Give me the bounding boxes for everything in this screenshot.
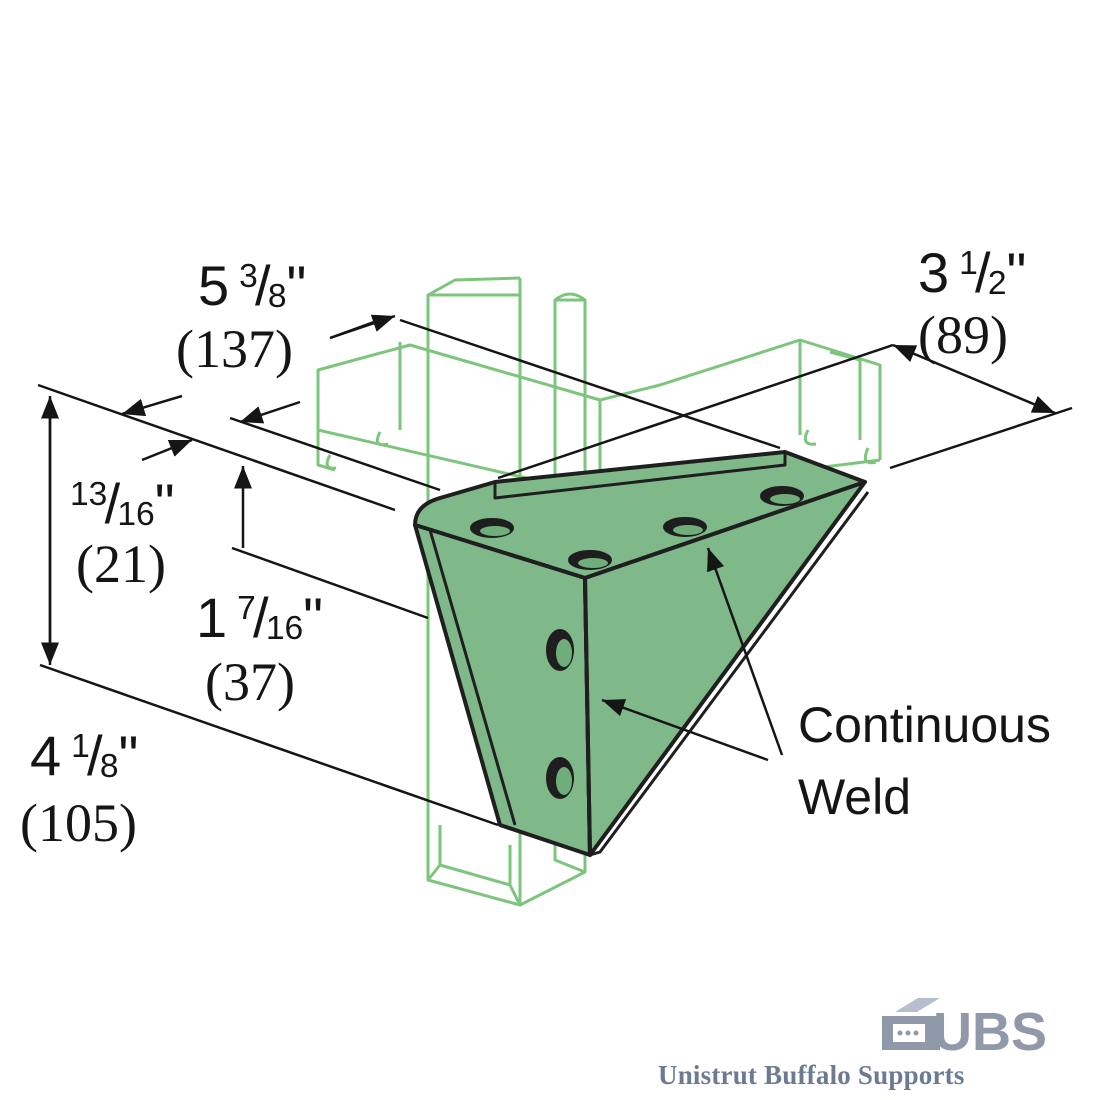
dim-depth-mark: " (1006, 241, 1027, 304)
ubs-logo-icon: UBS (882, 998, 1047, 1062)
dim-offset-small-metric: (21) (76, 534, 166, 594)
dim-depth-num: 1 (959, 244, 978, 282)
dim-depth-den: 2 (987, 264, 1007, 302)
dim-width-metric: (137) (176, 319, 293, 379)
callout-line2: Weld (798, 769, 912, 825)
callout-line1: Continuous (798, 697, 1051, 753)
dim-offset-mid-whole: 1 (196, 586, 228, 649)
logo-letters: UBS (933, 1002, 1047, 1062)
dim-offset-small-mark: " (154, 472, 175, 535)
dim-depth-whole: 3 (918, 241, 950, 304)
dim-width-den: 8 (267, 277, 287, 315)
dim-offset-small: 13/16" (70, 472, 175, 535)
dim-height-metric: (105) (20, 793, 137, 853)
dim-width-mark: " (286, 254, 307, 317)
dim-height-whole: 4 (30, 724, 62, 787)
dim-offset-small-den: 16 (117, 495, 155, 533)
dim-height-mark: " (118, 724, 139, 787)
dim-width-num: 3 (239, 257, 258, 295)
dim-depth-metric: (89) (918, 305, 1008, 365)
dim-offset-mid-mark: " (303, 586, 324, 649)
dim-height-num: 1 (71, 727, 90, 765)
dim-offset-mid-metric: (37) (205, 652, 295, 712)
gusset-fitting (413, 450, 870, 857)
dim-width-whole: 5 (198, 254, 230, 317)
dim-offset-mid-num: 7 (237, 589, 256, 627)
dim-height-den: 8 (99, 747, 119, 785)
dimension-lines (37, 314, 1073, 827)
brand-tagline: Unistrut Buffalo Supports (658, 1060, 965, 1090)
unistrut-channel-icon (316, 276, 882, 907)
dim-offset-mid-den: 16 (265, 609, 304, 647)
dim-offset-small-num: 13 (70, 475, 108, 513)
